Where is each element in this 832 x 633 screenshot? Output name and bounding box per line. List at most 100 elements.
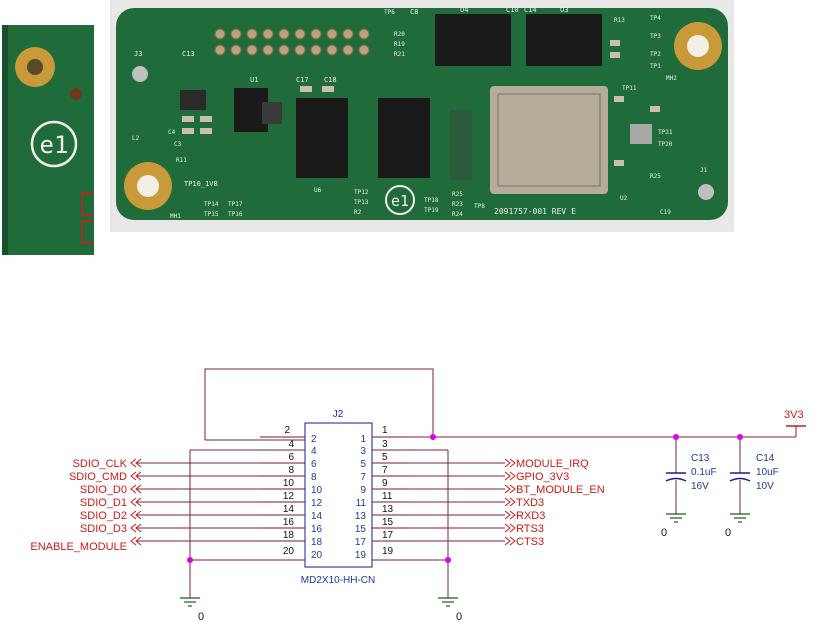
silk-tp19: TP19 [424,207,439,214]
pin-number: 14 [311,511,323,522]
pin-number: 16 [283,517,295,528]
pin-number: 1 [360,434,366,445]
ground-label: 0 [661,527,667,539]
pin-number: 15 [355,524,367,535]
logo-text: e1 [40,131,69,159]
pin-number: 7 [382,465,388,476]
pin-number: 11 [382,491,393,502]
pin-number: 7 [360,472,366,483]
pin-number: 8 [311,472,317,483]
ground-label: 0 [456,611,462,623]
silk-tp6: TP6 [384,9,395,16]
header-pin-hole [230,28,242,40]
passive-components [182,40,660,180]
pin-number: 13 [382,504,394,515]
port-chevron [130,536,137,546]
port-chevron [509,536,516,546]
silk-c3: C3 [174,141,182,148]
pcb-shadow [2,25,8,255]
port-chevron [509,484,516,494]
silk-c10: C10 [506,6,519,14]
header-pin-hole [278,28,290,40]
inductor-block [180,90,206,110]
highlight-box-top [81,192,94,216]
pin-number: 20 [311,550,323,561]
header-pin-hole [230,44,242,56]
c13-ref: C13 [691,453,710,464]
c13-voltage: 16V [691,481,709,492]
pin-number: 9 [360,485,366,496]
silk-r21: R21 [394,51,405,58]
silk-mh2: MH2 [666,75,677,82]
port-chevron [509,510,516,520]
net-label-rxd3: RXD3 [516,510,545,522]
silk-tp17: TP17 [228,201,243,208]
pin-number: 11 [356,498,367,509]
silk-u1: U1 [250,76,258,84]
silk-r25: R25 [650,173,661,180]
silk-part-number: 2091757-001 REV E [494,207,576,216]
port-chevron [504,523,511,533]
port-chevron [135,497,142,507]
silk-mh1: MH1 [170,213,181,220]
pin-number: 3 [382,439,388,450]
pin-number: 17 [382,530,394,541]
c14-value: 10uF [756,467,779,478]
port-chevron [135,484,142,494]
header-pin-hole [246,28,258,40]
silk-r19: R19 [394,41,405,48]
pin-number: 10 [283,478,295,489]
wifi-module [490,86,608,194]
silk-j3: J3 [134,50,142,58]
c14-ref: C14 [756,453,775,464]
silk-tp12: TP12 [354,189,369,196]
pin-number: 14 [283,504,295,515]
net-label-sdio-d0: SDIO_D0 [80,484,127,496]
silk-u3: U3 [560,6,568,14]
silk-r13: R13 [614,17,625,24]
silk-u4: U4 [460,6,468,14]
right-net-labels: MODULE_IRQ GPIO_3V3 BT_MODULE_EN TXD3 RX… [516,458,605,548]
header-pin-hole [342,28,354,40]
ic-u6 [296,98,348,178]
header-pin-hole [326,28,338,40]
port-chevron [504,510,511,520]
port-chevron [135,458,142,468]
header-pin-hole [214,28,226,40]
c13-plate-bottom [665,477,687,482]
pin-number: 12 [311,498,323,509]
silk-l2: L2 [132,135,140,142]
silk-tp4: TP4 [650,15,661,22]
connector-j2-body [304,422,373,568]
pin-number: 10 [311,485,323,496]
silk-r2: R2 [354,209,362,216]
net-label-module-irq: MODULE_IRQ [516,458,589,470]
pin-number: 15 [382,517,394,528]
junction-dot [187,557,193,563]
port-chevron [504,536,511,546]
ic-u3 [526,14,602,66]
net-label-cts3: CTS3 [516,536,544,548]
power-net-label: 3V3 [784,409,804,421]
silk-c4: C4 [168,129,176,136]
silk-tp13: TP13 [354,199,369,206]
port-chevron [135,471,142,481]
junction-dot [737,434,743,440]
net-label-sdio-d3: SDIO_D3 [80,523,127,535]
junction-dot [445,557,451,563]
header-pin-hole [310,44,322,56]
mounting-hole-mh2 [687,35,709,57]
c13-value: 0.1uF [691,467,717,478]
port-chevron [504,497,511,507]
port-chevron [130,510,137,520]
pin-number: 13 [355,511,367,522]
pin-number: 4 [311,446,317,457]
connector-ref: J2 [333,409,344,420]
silk-tp8: TP8 [474,203,485,210]
port-chevron [130,471,137,481]
header-pin-hole [342,44,354,56]
port-chevron [509,471,516,481]
port-chevron [130,484,137,494]
pin-number: 2 [311,434,317,445]
